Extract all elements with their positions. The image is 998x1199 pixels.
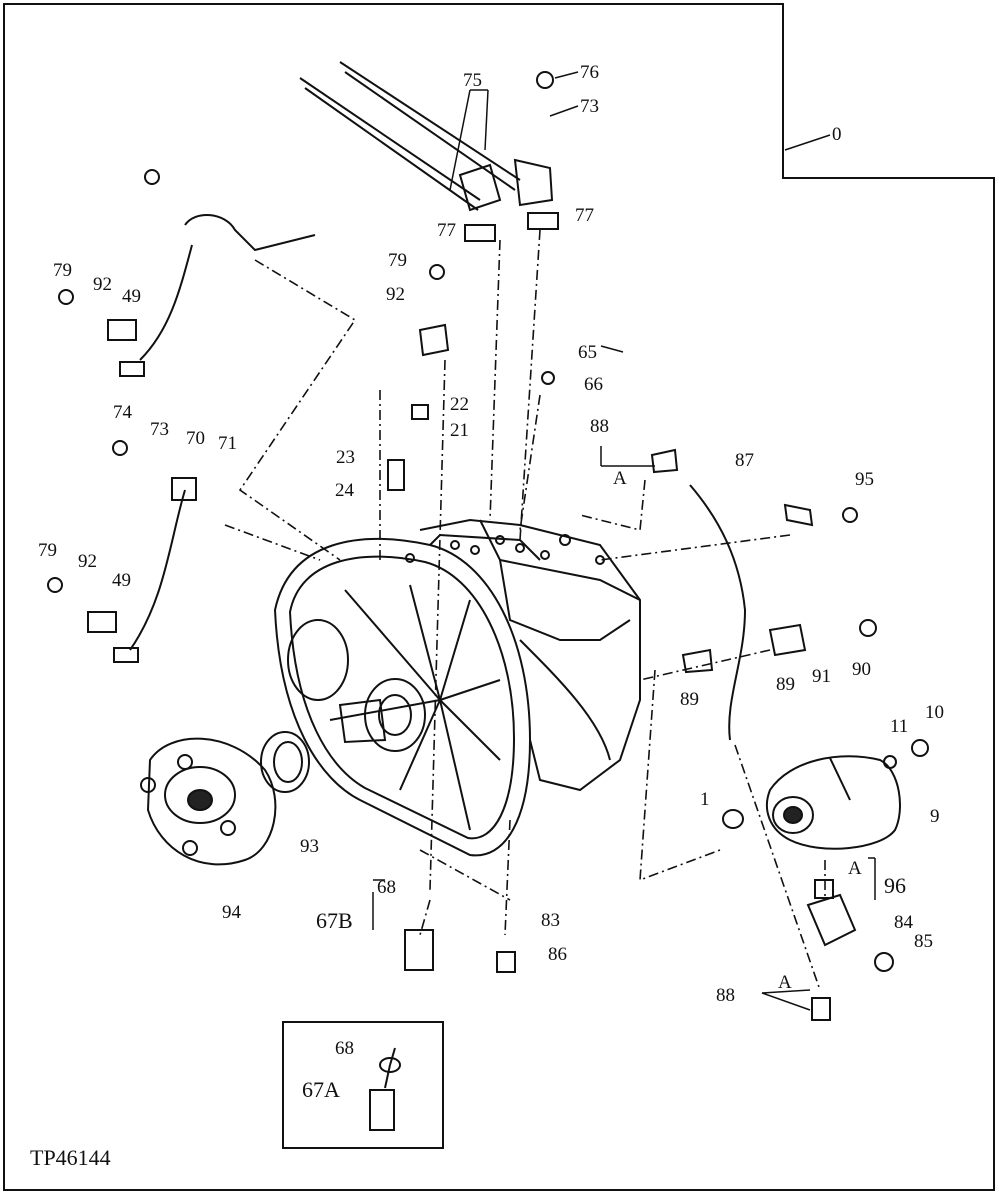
callout-49-lower: 49	[112, 570, 131, 591]
callout-83: 83	[541, 910, 560, 931]
callout-79-middle: 79	[388, 250, 407, 271]
callout-93: 93	[300, 836, 319, 857]
callout-68-inset: 68	[335, 1038, 354, 1059]
inset-box	[282, 1021, 444, 1149]
callout-labels: 0 75 76 73 77 77 79 92 49 79 92 65 66 22…	[30, 62, 944, 1170]
callout-86: 86	[548, 944, 567, 965]
callout-88-upper: 88	[590, 416, 609, 437]
callout-79-lower: 79	[38, 540, 57, 561]
callout-88-lower: 88	[716, 985, 735, 1006]
callout-76: 76	[580, 62, 599, 83]
callout-94: 94	[222, 902, 242, 923]
leader-lines	[224, 229, 826, 991]
callout-71: 71	[218, 433, 237, 454]
callout-0: 0	[832, 124, 842, 145]
callout-A-lower: A	[778, 972, 792, 993]
callout-A-middle: A	[848, 858, 862, 879]
seal-ring-part-93	[260, 731, 310, 793]
callout-89-left: 89	[680, 689, 699, 710]
sensor-assemblies	[87, 213, 316, 663]
transmission-housing	[273, 518, 641, 857]
callout-49-upper: 49	[122, 286, 141, 307]
callout-84: 84	[894, 912, 914, 933]
callout-70: 70	[186, 428, 205, 449]
callout-79-upper: 79	[53, 260, 72, 281]
callout-66: 66	[584, 374, 603, 395]
callout-91: 91	[812, 666, 831, 687]
callout-pointers	[372, 71, 876, 1011]
callout-A-upper: A	[613, 468, 627, 489]
callout-65: 65	[578, 342, 597, 363]
small-fittings	[47, 71, 929, 1021]
figure-id: TP46144	[30, 1145, 111, 1170]
callout-10: 10	[925, 702, 944, 723]
callout-96: 96	[884, 873, 906, 898]
callout-92-upper: 92	[93, 274, 112, 295]
callout-75: 75	[463, 70, 482, 91]
hydraulic-pump-part-9	[765, 755, 901, 850]
callout-85: 85	[914, 931, 933, 952]
callout-21: 21	[450, 420, 469, 441]
callout-90: 90	[852, 659, 871, 680]
o-ring-part-1	[722, 809, 744, 829]
callout-92-lower: 92	[78, 551, 97, 572]
callout-73-left: 73	[150, 419, 169, 440]
callout-23: 23	[336, 447, 355, 468]
diagram-frame	[3, 3, 995, 1191]
valve-block-part-96	[806, 879, 857, 947]
callout-87: 87	[735, 450, 754, 471]
callout-77-right: 77	[575, 205, 594, 226]
callout-73: 73	[580, 96, 599, 117]
callout-9: 9	[930, 806, 940, 827]
callout-22: 22	[450, 394, 469, 415]
callout-24: 24	[335, 480, 355, 501]
callout-1: 1	[700, 789, 710, 810]
callout-67B: 67B	[316, 908, 353, 933]
callout-77-left: 77	[437, 220, 456, 241]
control-linkage	[299, 61, 559, 242]
callout-11: 11	[890, 716, 908, 737]
callout-95: 95	[855, 469, 874, 490]
coupling-part-94	[140, 737, 277, 866]
callout-67A: 67A	[302, 1077, 340, 1102]
callout-68-main: 68	[377, 877, 396, 898]
callout-89-right: 89	[776, 674, 795, 695]
callout-92-middle: 92	[386, 284, 405, 305]
hose-part-87	[689, 484, 747, 741]
callout-74: 74	[113, 402, 133, 423]
